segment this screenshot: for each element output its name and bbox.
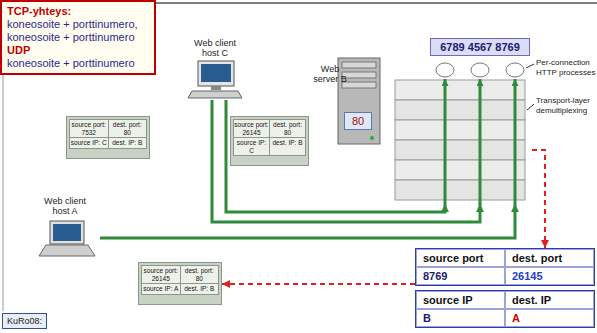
segment-fields: source port: 7532dest. port: 80source IP… [69,119,147,149]
segment-box-text: source port: 7532 [70,120,108,137]
port-box-text: 80 [345,115,371,127]
note-box-text: UDP [7,44,149,57]
note-box: TCP-yhteys:koneosoite + porttinumero, ko… [0,0,156,75]
reply-table-text: 8769 [416,267,505,285]
segment-payload [233,156,306,163]
segment-payload [69,149,147,156]
web-server-text: Web server B [310,64,350,84]
reply-arrow [532,150,545,248]
segment-box: source port: 7532dest. port: 80source IP… [66,116,150,159]
callout-label: Per-connection HTTP processes [536,58,596,77]
process-circle [436,63,524,77]
tcp-connection [100,204,515,238]
segment-box-text: source IP: A [142,284,180,294]
note-box-text: koneosoite + porttinumero, koneosoite + … [7,18,149,44]
reply-table-text: 26145 [505,267,594,285]
source-tag: KuRo08: [2,313,47,329]
reply-arrow [222,283,415,285]
reply-table-text: dest. IP [505,291,594,309]
slide-rule [3,72,4,311]
port-box: 6789 4567 8769 [430,38,530,56]
tcp-connection [212,100,480,222]
segment-box-text: source port: 26145 [142,266,180,283]
reply-table-text: B [416,309,505,327]
reply-table-text: A [505,309,594,327]
ip-row: source IPdest. IPBA [415,290,595,328]
port-box: 80 [344,112,372,130]
desktop-icon [188,61,242,98]
laptop-icon [39,221,95,256]
tcp-connection [226,100,445,212]
segment-box: source port: 26145dest. port: 80source I… [138,262,222,305]
reply-table: source portdest. port876926145source IPd… [415,248,595,332]
demux-line [445,79,515,204]
reply-table-text: dest. port [505,249,594,267]
segment-box-text: source IP: C [234,138,269,155]
client-host: Web client host A [30,196,100,262]
segment-box-text: dest. IP: B [270,138,305,155]
reply-table-text: source IP [416,291,505,309]
client-host-text: Web client host C [188,38,242,58]
layer-stack [395,80,525,200]
note-box-text: koneosoite + porttinumero [7,57,149,70]
server-icon [338,58,380,144]
web-server: Web server B 6789 4567 8769 80 [310,36,532,204]
segment-box-text: source IP: C [70,138,108,148]
segment-fields: source port: 26145dest. port: 80source I… [233,119,306,156]
segment-box-text: dest. IP: B [181,284,219,294]
segment-box-text: dest. port: 80 [181,266,219,283]
segment-fields: source port: 26145dest. port: 80source I… [141,265,219,295]
leader-line [526,64,534,68]
leader-line [527,104,534,110]
callout-label: Transport-layer demultiplexing [536,96,596,115]
slide-rule [156,2,597,4]
port-box-text: 6789 4567 8769 [433,41,527,53]
segment-box-text: dest. IP: B [109,138,147,148]
segment-box-text: dest. port: 80 [270,120,305,137]
segment-box-text: dest. port: 80 [109,120,147,137]
reply-table-text: source port [416,249,505,267]
note-box-text: TCP-yhteys: [7,5,149,18]
port-row: source portdest. port876926145 [415,248,595,286]
segment-box: source port: 26145dest. port: 80source I… [230,116,309,166]
client-host-text: Web client host A [38,196,92,216]
client-host: Web client host C [180,38,250,100]
segment-box-text: source port: 26145 [234,120,269,137]
segment-payload [141,295,219,302]
